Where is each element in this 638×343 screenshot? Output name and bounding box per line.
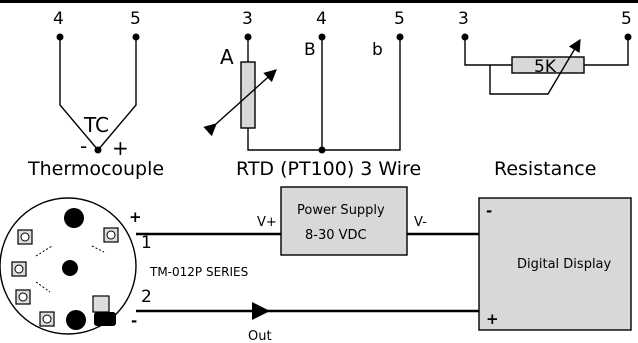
transmitter-mount-hole-top	[64, 208, 84, 228]
out-label: Out	[248, 329, 272, 343]
power-supply-title: Power Supply	[297, 203, 385, 218]
tc-wire-minus	[59, 37, 99, 151]
res-wiper-loop	[489, 38, 581, 95]
tc-terminal-5-label: 5	[130, 9, 141, 29]
tx-series-label: TM-012P SERIES	[149, 265, 248, 279]
rtd-terminal-4-label: 4	[316, 9, 327, 29]
transmitter-screw-4-head	[42, 314, 52, 324]
res-wire-right	[584, 37, 629, 66]
rtd-lead-b-label: B	[304, 40, 316, 60]
rtd-wire-a-bottom	[247, 128, 322, 151]
tc-junction-label: TC	[83, 113, 109, 137]
power-supply: Power Supply 8-30 VDC	[280, 186, 408, 256]
tc-minus-sign: -	[80, 134, 87, 158]
transmitter-output-block	[94, 312, 116, 326]
tx-terminal-2-label: 2	[141, 287, 152, 307]
transmitter-screw-3-head	[18, 292, 28, 302]
thermocouple-diagram: 4 5 TC - + Thermocouple	[27, 9, 164, 180]
res-wire-left	[464, 37, 512, 66]
rtd-variable-arrow	[203, 69, 277, 137]
res-caption: Resistance	[494, 158, 596, 180]
rtd-terminal-5-label: 5	[394, 9, 405, 29]
resistance-diagram: 3 5 5K Resistance	[458, 9, 632, 180]
transmitter-center-hole	[62, 260, 78, 276]
tc-terminal-4-label: 4	[53, 9, 64, 29]
tx-terminal-1-label: 1	[141, 233, 152, 253]
transmitter-mount-hole-bottom	[66, 310, 86, 330]
power-supply-vplus-label: V+	[257, 215, 277, 230]
rtd-wire-b-lower	[322, 37, 401, 151]
digital-display-title: Digital Display	[517, 257, 612, 272]
rtd-caption: RTD (PT100) 3 Wire	[236, 158, 421, 180]
digital-display-box	[478, 197, 632, 331]
tx-minus-sign: -	[131, 312, 137, 330]
res-value-label: 5K	[534, 57, 557, 77]
power-supply-box	[280, 186, 408, 256]
res-resistor-body	[511, 56, 585, 74]
rtd-lead-b-small-label: b	[372, 40, 383, 60]
transmitter-screw-1-head	[20, 232, 30, 242]
transmitter-inner-detail	[35, 245, 105, 293]
power-supply-vminus-label: V-	[414, 215, 427, 230]
display-minus-sign: -	[486, 202, 492, 220]
transmitter	[0, 197, 137, 335]
out-direction-arrow	[252, 302, 270, 320]
rtd-lead-a-label: A	[220, 45, 234, 69]
tc-junction-dot	[94, 146, 102, 154]
transmitter-screw-2-head	[14, 264, 24, 274]
rtd-terminal-3-label: 3	[242, 9, 253, 29]
res-terminal-5-label: 5	[621, 9, 632, 29]
tc-plus-sign: +	[112, 136, 129, 160]
digital-display: Digital Display - +	[478, 197, 632, 331]
rtd-junction-dot	[318, 146, 326, 154]
tx-plus-sign: +	[129, 208, 142, 226]
tc-wire-plus	[97, 37, 137, 151]
tc-caption: Thermocouple	[27, 158, 164, 180]
rtd-diagram: 3 4 5 A B b RTD (PT100) 3 Wire	[203, 9, 421, 180]
res-terminal-3-label: 3	[458, 9, 469, 29]
transmitter-screw-5-head	[106, 230, 116, 240]
transmitter-screw-6	[92, 295, 110, 313]
power-supply-voltage: 8-30 VDC	[305, 228, 367, 243]
display-plus-sign: +	[486, 310, 499, 328]
